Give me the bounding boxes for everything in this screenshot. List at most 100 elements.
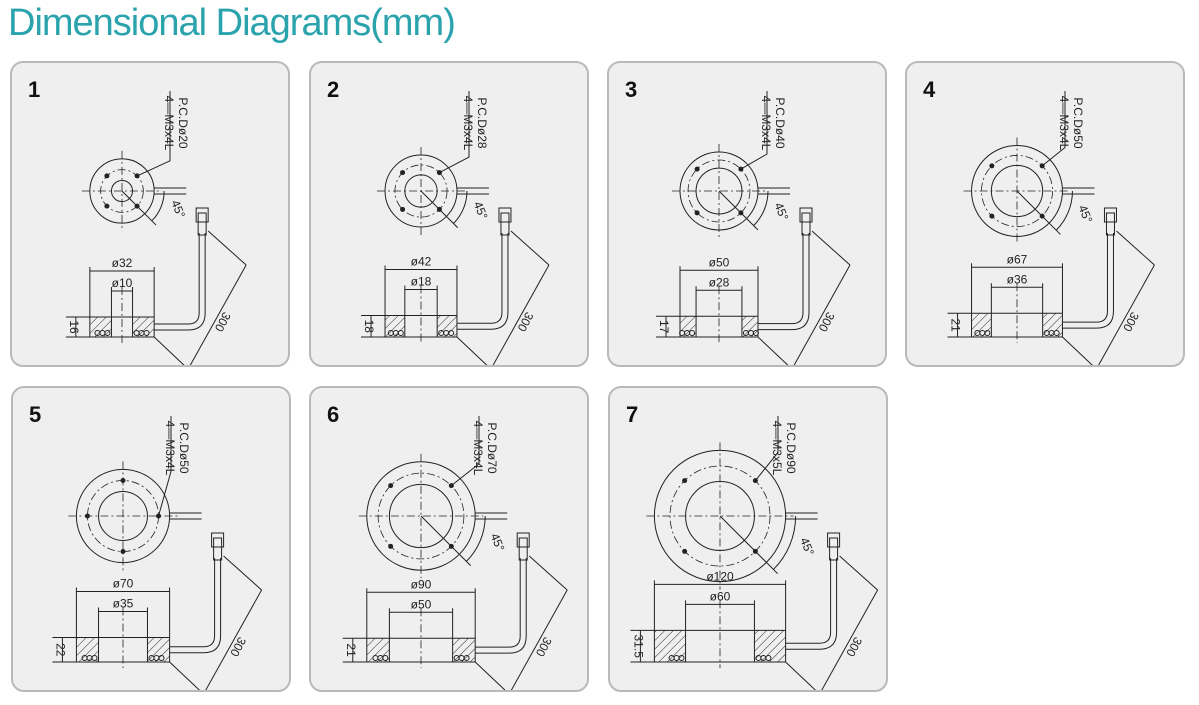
height-label: 18 [362, 320, 376, 334]
cable [758, 233, 810, 331]
mounting-hole [388, 483, 394, 489]
inner-diameter-label: ø10 [112, 276, 133, 290]
connector-head [195, 207, 209, 223]
angle-line [1016, 190, 1061, 235]
leader-line [136, 91, 171, 177]
leader-line [740, 91, 768, 170]
angle-line [420, 190, 459, 229]
connector-head [211, 532, 225, 548]
led-marker [372, 655, 379, 661]
outer-circle [384, 154, 458, 228]
leader-line [158, 416, 172, 517]
extension-line [474, 661, 506, 690]
height-label: 21 [949, 318, 963, 332]
outer-diameter-label: ø120 [706, 569, 734, 583]
connector-head [799, 207, 813, 223]
section-hatch-right [436, 315, 458, 338]
cable [154, 233, 200, 325]
connector-head [1103, 207, 1117, 223]
inner-diameter-label: ø36 [1007, 272, 1028, 286]
page-title: Dimensional Diagrams(mm) [8, 2, 456, 44]
angle-arc [753, 190, 769, 227]
panel-number: 4 [923, 77, 936, 102]
cable [758, 233, 804, 325]
height-label: 16 [67, 320, 81, 334]
mounting-hole [84, 513, 90, 519]
thread-spec-label: 4—M3x4L [163, 421, 177, 476]
outer-diameter-label: ø42 [411, 255, 432, 269]
mounting-hole [388, 543, 394, 549]
cable [1062, 233, 1108, 323]
pcd-label: P.C.Dø90 [784, 422, 798, 473]
pcd-label: P.C.Dø50 [1071, 97, 1085, 148]
length-dim-line [811, 230, 851, 266]
led-marker [1053, 330, 1060, 336]
cable-length-label: 300 [816, 310, 838, 335]
angle-label: 45° [471, 199, 491, 221]
panel-number: 3 [625, 77, 638, 102]
height-label: 17 [657, 320, 671, 334]
length-dim-line [510, 589, 568, 690]
mounting-hole [738, 166, 744, 172]
length-dim-line [492, 264, 550, 365]
connector-body [1105, 212, 1115, 236]
height-label: 21 [344, 643, 358, 657]
cable [785, 558, 838, 650]
panel-number: 7 [626, 402, 639, 427]
leader-line [1041, 91, 1066, 167]
led-marker [668, 655, 675, 661]
angle-arc [151, 190, 165, 222]
section-hatch-right [741, 315, 759, 338]
length-dim-line [528, 555, 568, 591]
extension-line [153, 336, 185, 365]
connector-head [498, 207, 512, 223]
connector-body [801, 212, 811, 236]
connector-body [829, 537, 839, 561]
thread-spec-label: 4—M3x5L [770, 421, 784, 476]
height-label: 22 [53, 643, 67, 657]
extension-line [1062, 336, 1093, 365]
mounting-hole [989, 213, 995, 219]
connector-body [500, 212, 510, 236]
angle-line [719, 515, 779, 575]
cable-length-label: 300 [843, 635, 865, 660]
angle-label: 45° [168, 198, 188, 220]
panel-number: 6 [327, 402, 340, 427]
length-dim-line [1116, 230, 1155, 266]
leader-line [451, 416, 480, 487]
cable [154, 233, 206, 331]
section-hatch-left [653, 629, 687, 663]
cable [475, 558, 527, 654]
cable [785, 558, 832, 644]
connector-head [516, 532, 530, 548]
inner-diameter-label: ø50 [411, 597, 432, 611]
panel-number: 5 [29, 402, 42, 427]
mounting-hole [120, 477, 126, 483]
cable [456, 233, 503, 324]
angle-line [420, 515, 471, 566]
angle-arc [773, 515, 797, 570]
outer-diameter-label: ø50 [709, 255, 730, 269]
mounting-hole [694, 210, 700, 216]
pcd-label: P.C.Dø28 [475, 97, 489, 148]
inner-diameter-label: ø18 [411, 275, 432, 289]
angle-label: 45° [772, 201, 792, 223]
cable-length-label: 300 [533, 635, 555, 660]
inner-circle [388, 483, 454, 549]
mounting-hole [104, 173, 110, 179]
section-hatch-right [753, 629, 787, 663]
extension-line [456, 336, 488, 365]
